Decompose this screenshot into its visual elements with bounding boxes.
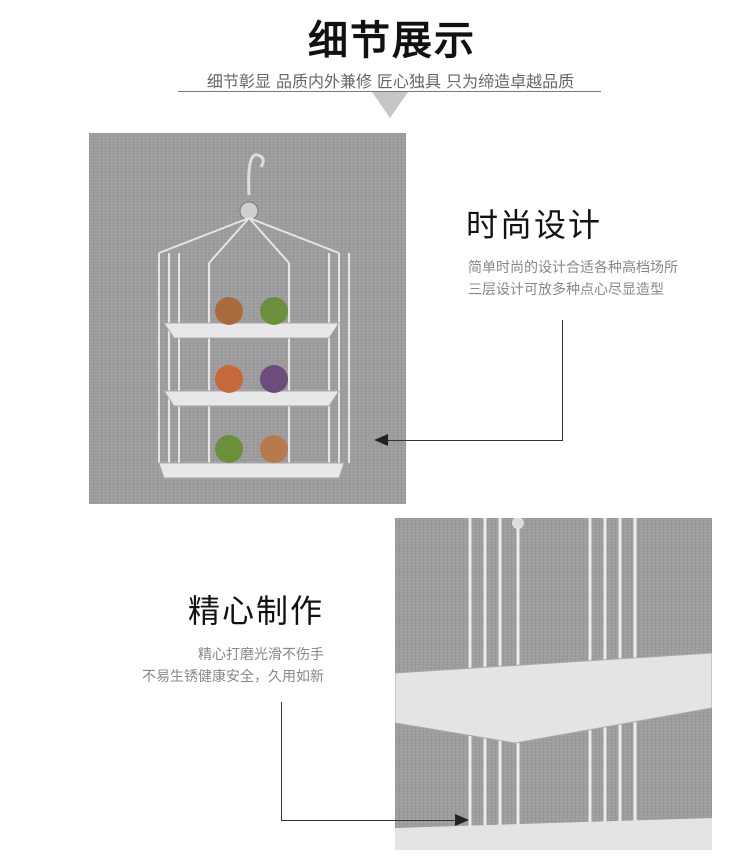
arrow-right-icon [455, 814, 469, 826]
stand-closeup-illustration [394, 517, 713, 850]
design-description: 简单时尚的设计合适各种高档场所 三层设计可放多种点心尽显造型 [468, 257, 678, 301]
arrow-left-icon [374, 434, 388, 446]
product-photo-closeup [394, 517, 713, 850]
callout-line [281, 820, 457, 821]
divider [178, 91, 601, 92]
craft-description: 精心打磨光滑不伤手 不易生锈健康安全，久用如新 [142, 644, 324, 688]
cake-stand-illustration [158, 153, 350, 479]
section-title: 细节展示 [308, 18, 476, 64]
down-triangle-icon [372, 92, 408, 118]
design-line-2: 三层设计可放多种点心尽显造型 [468, 282, 664, 298]
callout-line [562, 320, 563, 440]
craft-line-2: 不易生锈健康安全，久用如新 [142, 669, 324, 685]
product-photo-full-stand [89, 133, 406, 504]
craft-heading: 精心制作 [187, 592, 324, 630]
section-subtitle: 细节彰显 品质内外兼修 匠心独具 只为缔造卓越品质 [206, 72, 575, 91]
craft-line-1: 精心打磨光滑不伤手 [198, 647, 324, 663]
callout-line [281, 702, 282, 820]
design-heading: 时尚设计 [466, 206, 603, 244]
callout-line [380, 440, 563, 441]
design-line-1: 简单时尚的设计合适各种高档场所 [468, 260, 678, 276]
